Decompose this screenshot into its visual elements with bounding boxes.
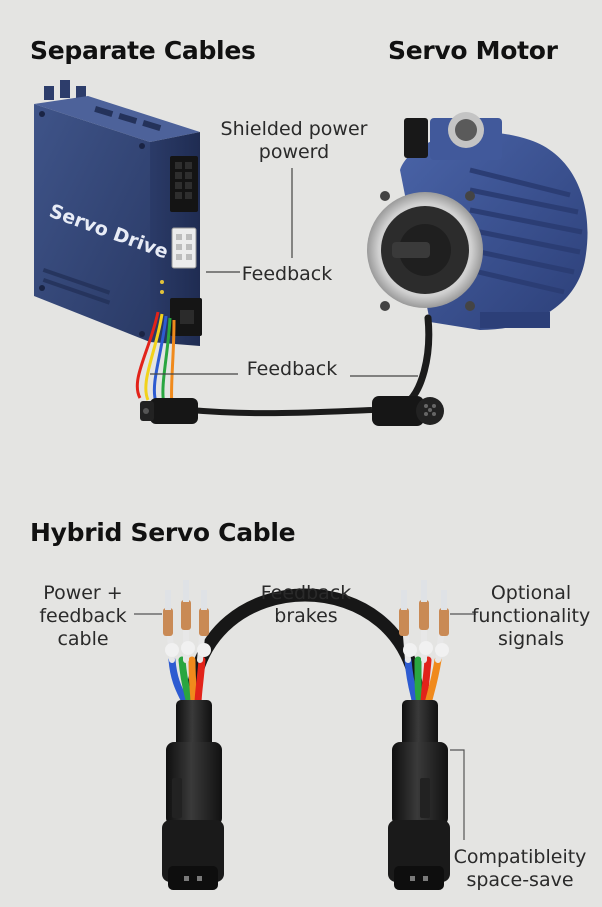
lower-leader-lines bbox=[134, 613, 476, 840]
label-feedback-drive: Feedback bbox=[241, 263, 333, 285]
separate-feedback-cable bbox=[189, 407, 373, 417]
label-feedback-brakes: Feedback brakes bbox=[260, 582, 352, 627]
upper-leader-lines bbox=[150, 168, 418, 377]
label-feedback-cable: Feedback bbox=[246, 358, 338, 380]
right-cable-connector bbox=[372, 396, 444, 426]
heading-servo-motor: Servo Motor bbox=[388, 36, 558, 65]
motor-cable bbox=[406, 314, 433, 404]
left-cable-connector bbox=[140, 398, 198, 424]
right-ferrules bbox=[399, 580, 449, 657]
servo-drive bbox=[34, 80, 202, 346]
left-hybrid-connector bbox=[162, 700, 224, 890]
servo-motor bbox=[367, 112, 588, 330]
heading-hybrid-servo-cable: Hybrid Servo Cable bbox=[30, 518, 296, 547]
label-shielded-power: Shielded power powerd bbox=[220, 118, 368, 163]
right-hybrid-connector bbox=[388, 700, 450, 890]
heading-separate-cables: Separate Cables bbox=[30, 36, 256, 65]
label-power-feedback-cable: Power + feedback cable bbox=[39, 582, 127, 650]
left-ferrules bbox=[163, 580, 211, 657]
label-optional-signals: Optional functionality signals bbox=[471, 582, 591, 650]
label-compatibility-space-save: Compatibleity space-save bbox=[453, 846, 587, 891]
